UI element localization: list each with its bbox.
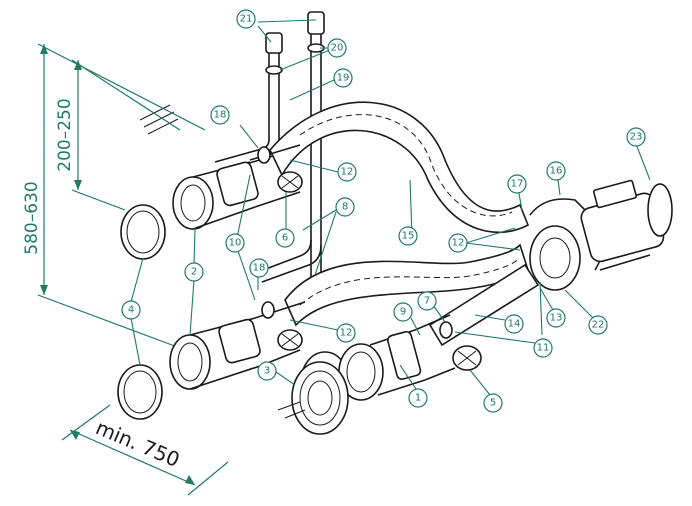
callout-18-upper: 18: [214, 110, 227, 121]
dimension-upper-label: 200–250: [55, 98, 75, 171]
callout-22: 22: [592, 320, 605, 331]
callout-4: 4: [128, 305, 134, 316]
lower-jet-assembly: [169, 301, 306, 390]
wall-hatch: [139, 104, 179, 135]
callout-7: 7: [424, 296, 430, 307]
callout-20: 20: [331, 43, 344, 54]
jet-cover-upper: [120, 204, 166, 260]
callout-17: 17: [511, 179, 524, 190]
callout-14: 14: [508, 319, 521, 330]
callout-3: 3: [264, 366, 270, 377]
dimension-width: [61, 404, 229, 496]
callout-labels: 1 2 3 4 5 6 7 8 9 10 11 12 12 12 13 14 1…: [128, 14, 643, 409]
callout-9: 9: [400, 307, 406, 318]
callout-2: 2: [191, 267, 197, 278]
upper-jet-assembly: [172, 144, 303, 230]
callout-5: 5: [490, 398, 496, 409]
dimension-total: [37, 43, 206, 349]
callout-8: 8: [342, 202, 348, 213]
callout-12-upper: 12: [341, 167, 354, 178]
dimension-total-label: 580–630: [22, 181, 42, 254]
callout-19: 19: [337, 73, 350, 84]
callout-1: 1: [415, 393, 421, 404]
callout-23: 23: [630, 132, 643, 143]
callout-21: 21: [240, 14, 253, 25]
callouts: [121, 9, 646, 413]
callout-12-pump: 12: [452, 238, 465, 249]
callout-18-lower: 18: [253, 263, 266, 274]
callout-13: 13: [550, 313, 563, 324]
callout-6: 6: [282, 233, 288, 244]
callout-12-lower: 12: [340, 328, 353, 339]
jet-cover-lower: [117, 364, 163, 420]
callout-10: 10: [229, 238, 242, 249]
pump-motor: [529, 179, 673, 291]
flexible-hoses: [269, 101, 540, 347]
suction-cover: [277, 361, 349, 435]
callout-11: 11: [537, 343, 550, 354]
dimension-upper: [71, 59, 181, 211]
callout-15: 15: [402, 231, 415, 242]
dimension-width-label: min. 750: [92, 415, 183, 472]
callout-16: 16: [550, 166, 563, 177]
